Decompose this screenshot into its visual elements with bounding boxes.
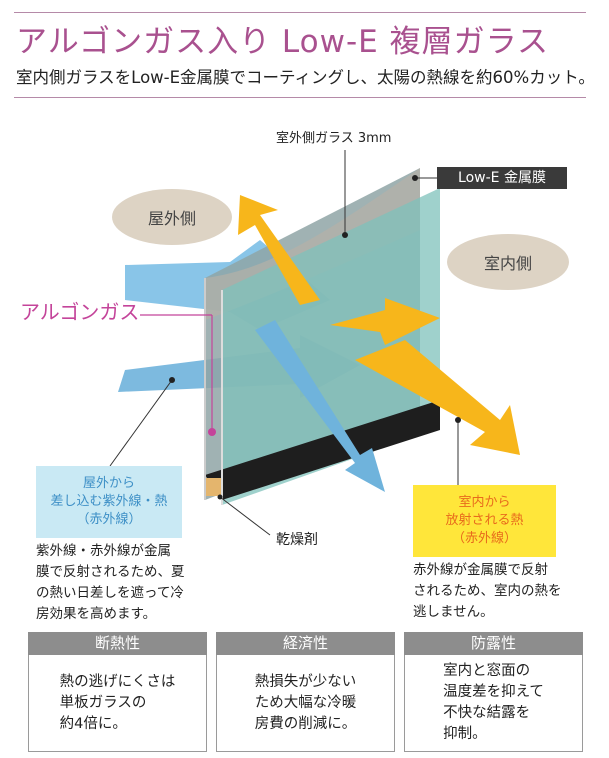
outdoor-desc-line: 紫外線・赤外線が金属 <box>36 543 171 559</box>
feature-card-economy: 経済性 熱損失が少ない ため大幅な冷暖 房費の削減に。 <box>216 632 395 754</box>
argon-marker <box>208 428 216 436</box>
top-rule <box>14 12 586 13</box>
outdoor-box-line: （赤外線） <box>76 512 142 527</box>
feature-line: 熱損失が少ない <box>254 673 357 690</box>
desiccant-label: 乾燥剤 <box>276 532 318 548</box>
yellow-arrow-radiated <box>355 340 520 455</box>
indoor-description: 赤外線が金属膜で反射 されるため、室内の熱を 逃しません。 <box>413 560 562 623</box>
feature-body: 室内と窓面の 温度差を抑えて 不快な結露を 抑制。 <box>404 655 583 752</box>
feature-line: 抑制。 <box>443 726 487 742</box>
feature-line: 房費の削減に。 <box>254 715 357 732</box>
subtitle: 室内側ガラスをLow-E金属膜でコーティングし、太陽の熱線を約60%カット。 <box>16 68 595 87</box>
feature-line: 温度差を抑えて <box>443 684 544 700</box>
outer-glass-label: 室外側ガラス 3mm <box>276 131 392 146</box>
yellow-arrow-indoor <box>330 298 440 345</box>
indoor-desc-line: 赤外線が金属膜で反射 <box>413 562 548 578</box>
indoor-desc-line: 逃しません。 <box>413 604 494 620</box>
lowe-label: Low-E 金属膜 <box>437 167 567 189</box>
indoor-box-line: （赤外線） <box>451 531 517 546</box>
indoor-side-label: 室内側 <box>447 234 569 290</box>
feature-line: 熱の逃げにくさは <box>59 673 176 690</box>
feature-line: ため大幅な冷暖 <box>254 694 357 711</box>
indoor-box-line: 室内から <box>458 495 511 510</box>
feature-line: 室内と窓面の <box>443 663 531 679</box>
indoor-radiation-box: 室内から 放射される熱 （赤外線） <box>413 485 556 557</box>
feature-line: 約4倍に。 <box>59 715 127 732</box>
argon-gas-label: アルゴンガス <box>20 300 140 324</box>
feature-card-condensation: 防露性 室内と窓面の 温度差を抑えて 不快な結露を 抑制。 <box>404 632 583 754</box>
outdoor-radiation-box: 屋外から 差し込む紫外線・熱 （赤外線） <box>36 466 182 538</box>
feature-card-insulation: 断熱性 熱の逃げにくさは 単板ガラスの 約4倍に。 <box>28 632 207 754</box>
indoor-desc-line: されるため、室内の熱を <box>413 583 562 599</box>
spacer-bar <box>205 400 440 500</box>
indoor-box-line: 放射される熱 <box>445 513 524 528</box>
outdoor-box-line: 差し込む紫外線・熱 <box>50 494 168 509</box>
glass-diagram <box>109 150 520 536</box>
feature-title: 断熱性 <box>28 632 207 655</box>
feature-body: 熱の逃げにくさは 単板ガラスの 約4倍に。 <box>28 655 207 752</box>
blue-arrow-transmitted <box>255 320 385 492</box>
feature-title: 経済性 <box>216 632 395 655</box>
page-title: アルゴンガス入り Low-E 複層ガラス <box>16 24 549 60</box>
indoor-side-text: 室内側 <box>483 254 532 273</box>
outdoor-side-label: 屋外側 <box>112 189 232 245</box>
outdoor-side-text: 屋外側 <box>147 209 196 228</box>
feature-line: 不快な結露を <box>443 705 531 721</box>
outdoor-desc-line: の熱い日差しを遮って冷 <box>36 585 184 601</box>
outdoor-box-line: 屋外から <box>82 476 135 491</box>
feature-line: 単板ガラスの <box>59 694 147 711</box>
outdoor-desc-line: 膜で反射されるため、夏 <box>36 564 185 580</box>
desiccant-block <box>205 478 222 496</box>
bottom-rule <box>14 97 586 98</box>
outdoor-description: 紫外線・赤外線が金属 膜で反射されるため、夏 の熱い日差しを遮って冷 房効果を高… <box>36 541 185 625</box>
feature-title: 防露性 <box>404 632 583 655</box>
feature-body: 熱損失が少ない ため大幅な冷暖 房費の削減に。 <box>216 655 395 752</box>
yellow-arrow-reflected <box>238 195 320 305</box>
outdoor-desc-line: 房効果を高めます。 <box>36 606 157 622</box>
